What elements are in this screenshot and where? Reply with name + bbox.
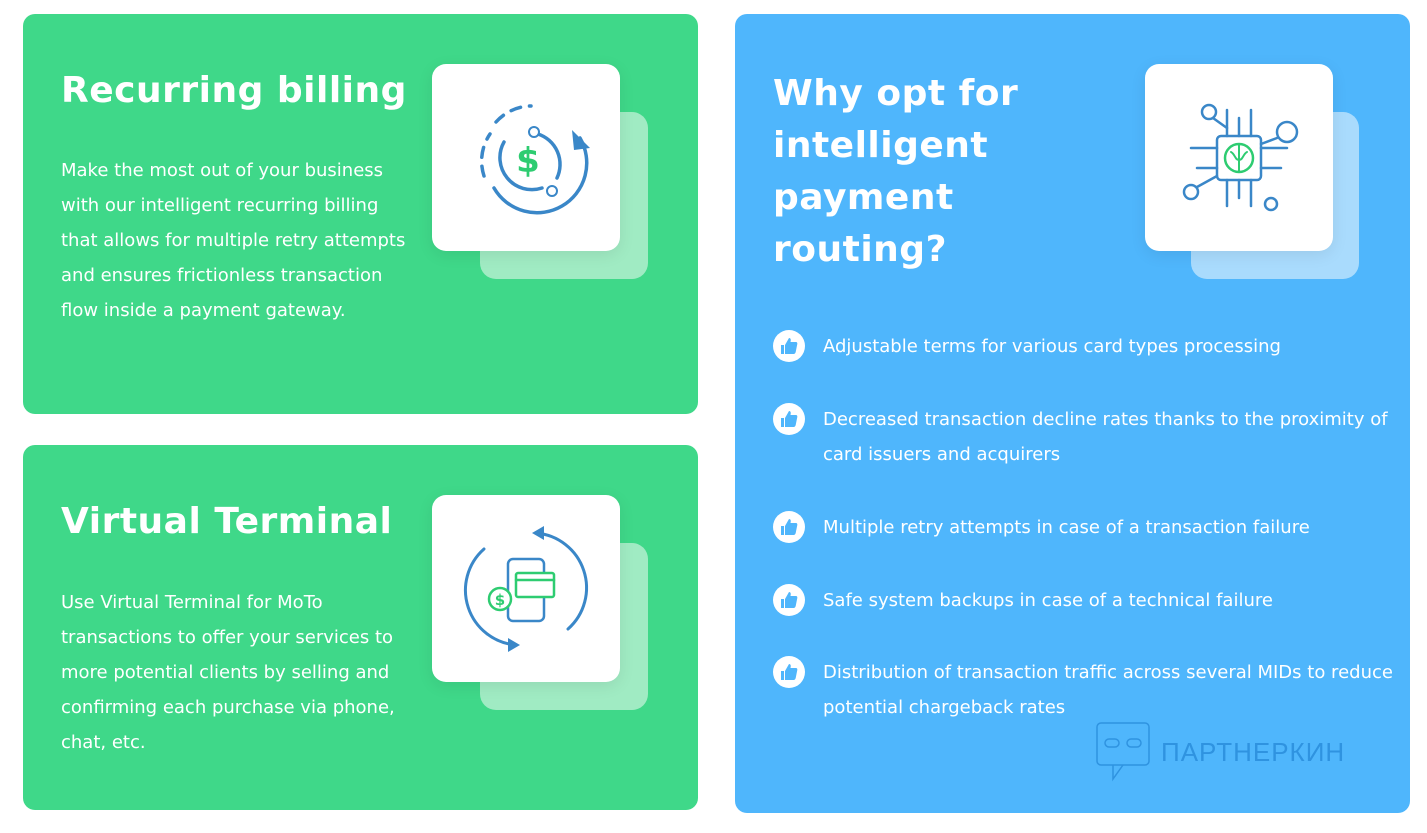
list-item: Multiple retry attempts in case of a tra… — [773, 511, 1393, 545]
thumbs-up-icon — [773, 403, 805, 435]
list-item: Safe system backups in case of a technic… — [773, 584, 1393, 618]
recurring-dollar-icon: $ — [432, 64, 620, 251]
svg-text:$: $ — [516, 141, 540, 181]
thumbs-up-icon — [773, 584, 805, 616]
list-item: Distribution of transaction traffic acro… — [773, 656, 1393, 725]
svg-text:$: $ — [495, 591, 505, 609]
card-title: Recurring billing — [61, 70, 407, 111]
payment-routing-card: Why opt for intelligent payment routing?… — [735, 14, 1410, 813]
list-item-text: Adjustable terms for various card types … — [823, 336, 1281, 357]
card-title: Why opt for intelligent payment routing? — [773, 73, 1019, 270]
list-item-text: Distribution of transaction traffic acro… — [823, 662, 1393, 718]
card-body: Use Virtual Terminal for MoTo transactio… — [61, 592, 395, 753]
thumbs-up-icon — [773, 511, 805, 543]
list-item: Adjustable terms for various card types … — [773, 330, 1393, 364]
brain-chip-icon — [1145, 64, 1333, 251]
watermark-text: ПАРТНЕРКИН — [1161, 736, 1346, 767]
phone-card-exchange-icon: $ — [432, 495, 620, 682]
list-item-text: Decreased transaction decline rates than… — [823, 409, 1388, 465]
list-item-text: Multiple retry attempts in case of a tra… — [823, 517, 1310, 538]
card-title: Virtual Terminal — [61, 501, 393, 542]
list-item-text: Safe system backups in case of a technic… — [823, 590, 1273, 611]
thumbs-up-icon — [773, 330, 805, 362]
recurring-billing-card: Recurring billing Make the most out of y… — [23, 14, 698, 414]
watermark-logo-icon — [1096, 722, 1150, 782]
watermark: ПАРТНЕРКИН — [1095, 721, 1345, 783]
list-item: Decreased transaction decline rates than… — [773, 403, 1393, 472]
thumbs-up-icon — [773, 656, 805, 688]
virtual-terminal-card: Virtual Terminal Use Virtual Terminal fo… — [23, 445, 698, 810]
card-body: Make the most out of your business with … — [61, 160, 406, 321]
